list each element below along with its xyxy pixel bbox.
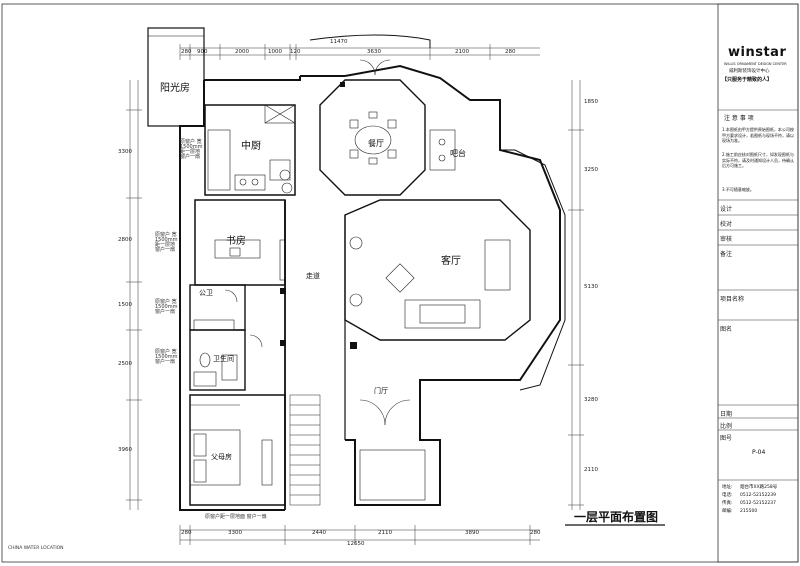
bottom-dimensions bbox=[179, 525, 540, 545]
dim-left-3: 2500 bbox=[118, 361, 132, 367]
bottom-window-note: 原窗户距一层地面 窗户一扇 bbox=[205, 514, 267, 520]
kitchen-walls bbox=[204, 104, 296, 196]
study-window-note: 原窗户 宽 1500mm 距一层地 窗户一扇 bbox=[155, 232, 178, 253]
bathroom-label: 卫生间 bbox=[213, 355, 234, 363]
staircase bbox=[289, 394, 321, 506]
living-furniture bbox=[349, 236, 511, 329]
dim-top-5: 3630 bbox=[367, 49, 381, 55]
dim-top-7: 280 bbox=[505, 49, 516, 55]
dim-bottom-total: 12650 bbox=[347, 541, 365, 547]
sunroom-label: 阳光房 bbox=[160, 83, 190, 94]
bath-fixtures bbox=[193, 319, 238, 387]
note-2: 2.施工前应核对图纸尺寸，如发现图纸与实际不符，请及时通知设计人员，待确认后方可… bbox=[722, 152, 794, 169]
brand-chinese: 威利斯装饰设计中心 bbox=[729, 69, 770, 74]
dim-bottom-3: 2110 bbox=[378, 530, 392, 536]
note-3: 3.不可随意缩放。 bbox=[722, 187, 754, 192]
foyer-label: 门厅 bbox=[374, 387, 388, 395]
tb-sheet: 图号 bbox=[720, 435, 733, 442]
legend-note: CHINA WATER LOCATION bbox=[8, 546, 64, 551]
dim-left-4: 3960 bbox=[118, 447, 132, 453]
structural-columns bbox=[280, 82, 357, 349]
dim-bottom-4: 3890 bbox=[465, 530, 479, 536]
foyer-step bbox=[359, 449, 426, 501]
tb-remark: 备注 bbox=[720, 251, 733, 258]
exterior-walls bbox=[179, 64, 561, 511]
dim-right-4: 2110 bbox=[584, 467, 598, 473]
tb-check: 校对 bbox=[720, 221, 733, 228]
tb-scale: 比例 bbox=[720, 423, 733, 430]
title-block-frame bbox=[717, 3, 799, 563]
tb-post: 215500 bbox=[740, 509, 758, 514]
sunroom-outline bbox=[147, 27, 205, 127]
tb-address: 烟台市XX路258号 bbox=[740, 485, 778, 490]
note-1: 1.本图纸由甲方提供原始图纸，本公司按甲方要求设计，若图纸与现场不符，请以现场为… bbox=[722, 127, 794, 144]
brand-logo: winstar bbox=[728, 45, 787, 60]
dim-top-3: 1000 bbox=[268, 49, 282, 55]
drawing-title: 一层平面布置图 bbox=[574, 510, 659, 524]
dim-right-3: 3280 bbox=[584, 397, 598, 403]
dim-right-2: 5130 bbox=[584, 284, 598, 290]
tb-post-label: 邮编: bbox=[722, 509, 733, 514]
bath-window-note-1: 原窗户 宽 1500mm 窗户一扇 bbox=[155, 299, 178, 315]
dim-left-1: 2800 bbox=[118, 237, 132, 243]
dim-bottom-5: 280 bbox=[530, 530, 541, 536]
tb-design: 设计 bbox=[720, 206, 733, 213]
living-label: 客厅 bbox=[441, 256, 461, 267]
brand-slogan: 【只服务于精致的人】 bbox=[722, 77, 773, 83]
dining-label: 餐厅 bbox=[368, 139, 384, 148]
tb-review: 审核 bbox=[720, 236, 733, 243]
dim-bottom-0: 280 bbox=[181, 530, 192, 536]
dim-top-2: 2000 bbox=[235, 49, 249, 55]
dim-left-0: 3300 bbox=[118, 149, 132, 155]
dim-right-0: 1850 bbox=[584, 99, 598, 105]
bath-window-note-2: 原窗户 宽 1500mm 窗户一扇 bbox=[155, 349, 178, 365]
tb-drawing-name: 图名 bbox=[720, 326, 733, 333]
tb-date: 日期 bbox=[720, 411, 733, 418]
dim-top-0: 280 bbox=[181, 49, 192, 55]
dim-left-2: 1500 bbox=[118, 302, 132, 308]
dim-right-1: 3250 bbox=[584, 167, 598, 173]
left-dimensions bbox=[126, 80, 142, 510]
parents-bed bbox=[189, 404, 273, 486]
right-dimensions bbox=[568, 80, 584, 510]
kitchen-label: 中厨 bbox=[241, 141, 261, 152]
public-bath-label: 公卫 bbox=[199, 289, 213, 297]
top-dimensions bbox=[179, 44, 540, 60]
dining-table-set bbox=[349, 111, 397, 165]
title-block-grid bbox=[718, 109, 798, 481]
sheet-border bbox=[1, 3, 799, 563]
bar-counter bbox=[429, 129, 456, 171]
kitchen-window-note: 原窗户 宽 1500mm 距一层地 窗户一扇 bbox=[180, 139, 203, 160]
tb-fax: 0512-52152237 bbox=[740, 501, 776, 506]
tb-address-label: 地址: bbox=[722, 485, 733, 490]
dining-octagon bbox=[319, 79, 426, 196]
parents-room-walls bbox=[189, 394, 286, 506]
bar-label: 吧台 bbox=[450, 149, 466, 158]
bay-window-right bbox=[500, 149, 566, 391]
dim-bottom-2: 2440 bbox=[312, 530, 326, 536]
notes-heading: 注 意 事 项 bbox=[724, 115, 754, 122]
dim-bottom-1: 3300 bbox=[228, 530, 242, 536]
dim-top-total: 11470 bbox=[330, 39, 348, 45]
dim-top-1: 900 bbox=[197, 49, 208, 55]
tb-project: 项目名称 bbox=[720, 296, 745, 303]
tb-tel: 0512-52152239 bbox=[740, 493, 776, 498]
parents-room-label: 父母房 bbox=[211, 453, 232, 461]
dim-top-4: 120 bbox=[290, 49, 301, 55]
study-label: 书房 bbox=[226, 236, 246, 247]
kitchen-fixtures bbox=[207, 104, 296, 194]
living-walls bbox=[344, 199, 531, 341]
door-swings bbox=[224, 59, 411, 426]
tb-sheet-number: P-04 bbox=[752, 449, 766, 456]
tb-tel-label: 电话: bbox=[722, 493, 733, 498]
corridor-label: 走道 bbox=[306, 272, 320, 280]
brand-subtitle: WILLIS ORNAMENT DESIGN CENTER bbox=[724, 62, 787, 66]
top-balcony bbox=[309, 34, 431, 48]
tb-fax-label: 传真: bbox=[722, 501, 733, 506]
dim-top-6: 2100 bbox=[455, 49, 469, 55]
